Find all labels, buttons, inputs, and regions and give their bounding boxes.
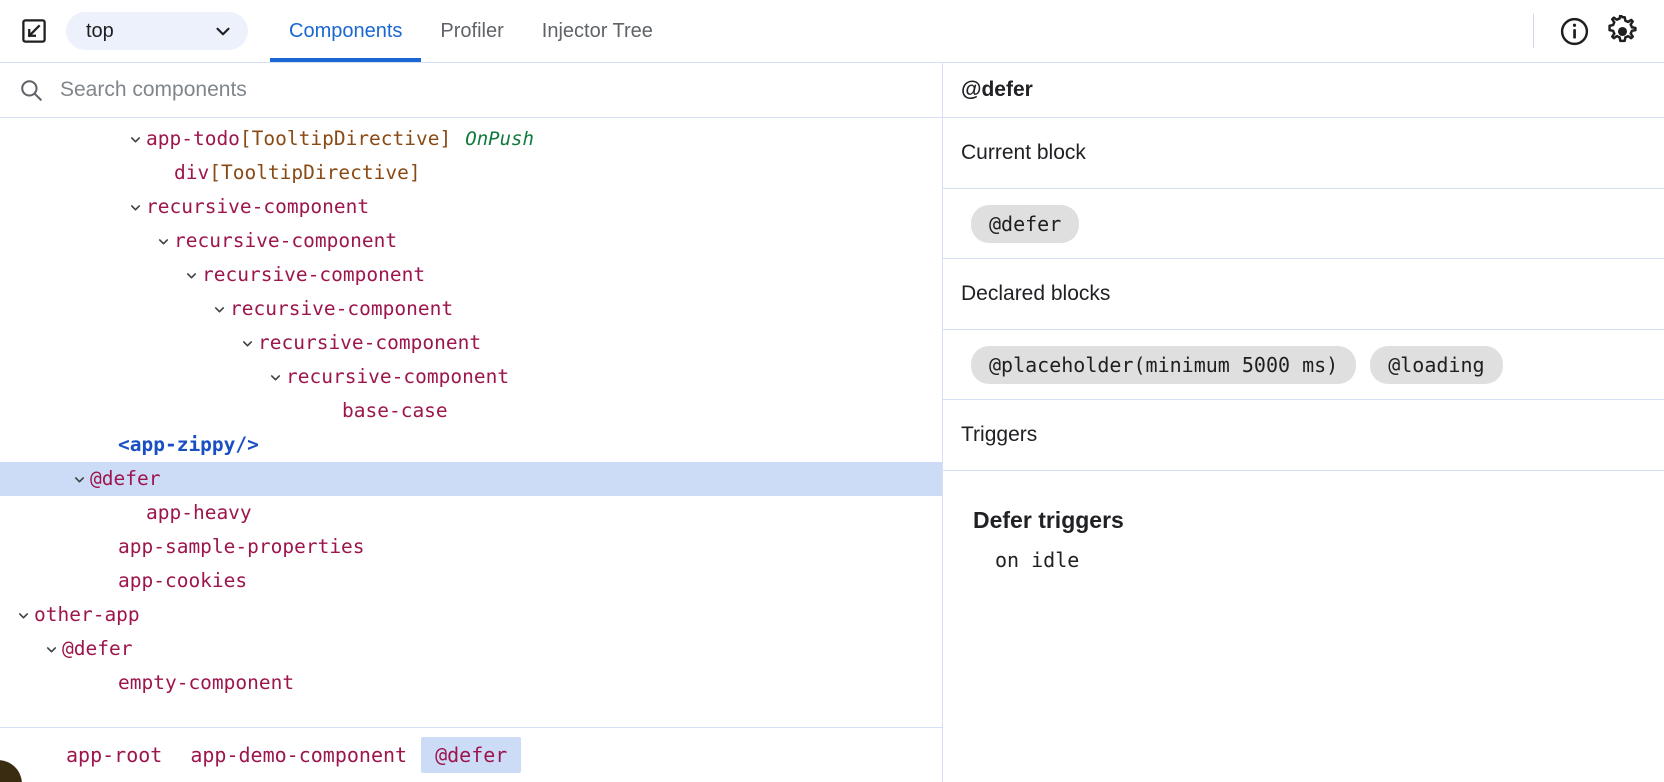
chevron-down-icon[interactable] bbox=[210, 302, 228, 317]
tree-node-directive: [TooltipDirective] bbox=[239, 127, 452, 150]
chevron-down-icon[interactable] bbox=[42, 642, 60, 657]
tree-node-name: div bbox=[174, 161, 210, 184]
page-title: @defer bbox=[961, 78, 1033, 101]
tree-row[interactable]: app-cookies bbox=[0, 564, 942, 598]
block-chip[interactable]: @defer bbox=[971, 204, 1080, 243]
chevron-down-icon[interactable] bbox=[238, 336, 256, 351]
tree-node-name: recursive-component bbox=[146, 195, 370, 218]
tree-node-onpush-badge: OnPush bbox=[465, 128, 534, 150]
tree-node-name: app-sample-properties bbox=[118, 535, 365, 558]
tree-row[interactable]: app-sample-properties bbox=[0, 530, 942, 564]
tab-components-label: Components bbox=[289, 19, 403, 42]
chevron-down-icon[interactable] bbox=[70, 472, 88, 487]
component-tree-pane: app-todo[TooltipDirective]OnPushdiv[Tool… bbox=[0, 63, 943, 782]
breadcrumb-item[interactable]: @defer bbox=[421, 737, 522, 773]
tree-node-name: recursive-component bbox=[230, 297, 454, 320]
gear-icon bbox=[1607, 14, 1637, 42]
tree-row[interactable]: recursive-component bbox=[0, 190, 942, 224]
tree-node-name: base-case bbox=[342, 399, 448, 422]
tab-profiler[interactable]: Profiler bbox=[421, 0, 522, 62]
tab-injector-tree-label: Injector Tree bbox=[541, 19, 653, 42]
tab-injector-tree[interactable]: Injector Tree bbox=[523, 0, 672, 62]
tree-node-name: recursive-component bbox=[202, 263, 426, 286]
tree-node-name: other-app bbox=[34, 603, 140, 626]
tree-node-name: @defer bbox=[62, 637, 133, 660]
tree-node-directive: [TooltipDirective] bbox=[209, 161, 421, 184]
chevron-down-icon bbox=[216, 27, 230, 36]
frame-selector-value: top bbox=[86, 19, 114, 42]
tree-node-name: recursive-component bbox=[174, 229, 398, 252]
defer-triggers-body: Defer triggers on idle bbox=[943, 471, 1664, 782]
declared-blocks-title: Declared blocks bbox=[943, 259, 1664, 330]
breadcrumb-item[interactable]: app-root bbox=[66, 743, 163, 767]
chevron-down-icon[interactable] bbox=[126, 132, 144, 147]
tree-row[interactable]: <app-zippy/> bbox=[0, 428, 942, 462]
tree-row[interactable]: recursive-component bbox=[0, 292, 942, 326]
main-body: app-todo[TooltipDirective]OnPushdiv[Tool… bbox=[0, 63, 1664, 782]
search-bar bbox=[0, 63, 942, 118]
tree-node-name: app-todo bbox=[146, 127, 240, 150]
tab-components[interactable]: Components bbox=[270, 0, 422, 62]
tree-row[interactable]: @defer bbox=[0, 632, 942, 666]
info-circle-icon bbox=[1560, 17, 1588, 45]
tree-row[interactable]: base-case bbox=[0, 394, 942, 428]
current-block-title: Current block bbox=[943, 118, 1664, 189]
tree-node-name: recursive-component bbox=[286, 365, 510, 388]
breadcrumb: app-root app-demo-component @defer bbox=[0, 727, 942, 782]
tree-node-name: @defer bbox=[90, 467, 161, 490]
tree-row[interactable]: app-todo[TooltipDirective] OnPush bbox=[0, 122, 942, 156]
inspect-element-icon bbox=[22, 19, 46, 43]
chevron-down-icon[interactable] bbox=[266, 370, 284, 385]
tab-profiler-label: Profiler bbox=[440, 19, 504, 42]
block-chip[interactable]: @loading bbox=[1370, 345, 1503, 384]
toolbar-divider bbox=[1533, 14, 1534, 48]
toolbar-actions bbox=[1533, 0, 1664, 62]
window-corner-decoration bbox=[0, 760, 22, 782]
chevron-down-icon[interactable] bbox=[126, 200, 144, 215]
details-header: @defer bbox=[943, 63, 1664, 118]
defer-details-pane: @defer Current block @defer Declared blo… bbox=[943, 63, 1664, 782]
tree-row[interactable]: recursive-component bbox=[0, 224, 942, 258]
defer-trigger-item: on idle bbox=[995, 548, 1080, 572]
info-button[interactable] bbox=[1550, 7, 1598, 55]
search-input[interactable] bbox=[60, 78, 926, 102]
tree-row[interactable]: recursive-component bbox=[0, 360, 942, 394]
chevron-down-icon[interactable] bbox=[154, 234, 172, 249]
tree-node-name: empty-component bbox=[118, 671, 295, 694]
settings-button[interactable] bbox=[1598, 7, 1646, 55]
defer-trigger-list: on idle bbox=[973, 548, 1664, 572]
triggers-title: Triggers bbox=[943, 400, 1664, 471]
tree-node-name: <app-zippy/> bbox=[118, 433, 259, 456]
frame-selector[interactable]: top bbox=[66, 12, 248, 50]
tree-node-name: recursive-component bbox=[258, 331, 482, 354]
tree-node-name: app-cookies bbox=[118, 569, 248, 592]
tree-row[interactable]: recursive-component bbox=[0, 258, 942, 292]
tree-node-name: app-heavy bbox=[146, 501, 252, 524]
breadcrumb-item[interactable]: app-demo-component bbox=[190, 743, 408, 767]
chevron-down-icon[interactable] bbox=[14, 608, 32, 623]
tree-row[interactable]: div[TooltipDirective] bbox=[0, 156, 942, 190]
top-toolbar: top Components Profiler Injector Tree bbox=[0, 0, 1664, 63]
search-icon bbox=[18, 77, 44, 103]
block-chip[interactable]: @placeholder(minimum 5000 ms) bbox=[971, 345, 1357, 384]
tree-row[interactable]: other-app bbox=[0, 598, 942, 632]
chevron-down-icon[interactable] bbox=[182, 268, 200, 283]
tree-row[interactable]: @defer bbox=[0, 462, 942, 496]
current-block-chips: @defer bbox=[943, 189, 1664, 259]
inspect-element-button[interactable] bbox=[14, 11, 54, 51]
declared-blocks-chips: @placeholder(minimum 5000 ms) @loading bbox=[943, 330, 1664, 400]
tab-bar: Components Profiler Injector Tree bbox=[270, 0, 672, 62]
tree-row[interactable]: empty-component bbox=[0, 666, 942, 700]
tree-row[interactable]: recursive-component bbox=[0, 326, 942, 360]
tree-row[interactable]: app-heavy bbox=[0, 496, 942, 530]
defer-triggers-subtitle: Defer triggers bbox=[973, 507, 1124, 533]
